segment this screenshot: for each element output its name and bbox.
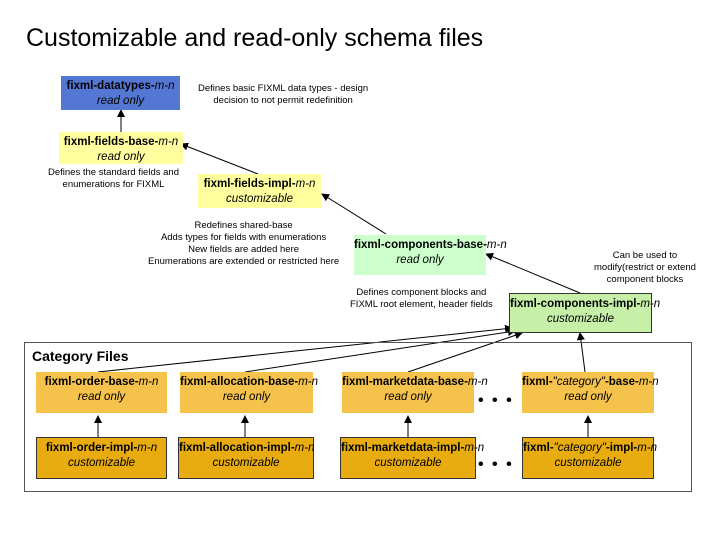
impl-ellipsis: • • • bbox=[478, 456, 514, 473]
marketdata-base-box: fixml-marketdata-base-m-n read only bbox=[342, 372, 488, 413]
category-base-box: fixml-"category"-base-m-n read only bbox=[522, 372, 659, 413]
category-impl-box: fixml-"category"-impl-m-n customizable bbox=[522, 437, 657, 479]
arrow-fields-impl-to-fields-base bbox=[180, 142, 259, 175]
order-impl-box: fixml-order-impl-m-n customizable bbox=[36, 437, 167, 479]
arrow-order-base-to-components-impl bbox=[97, 324, 513, 373]
base-ellipsis: • • • bbox=[478, 392, 514, 409]
datatypes-box: fixml-datatypes-m-n read only bbox=[61, 76, 180, 110]
page-title: Customizable and read-only schema files bbox=[26, 24, 484, 52]
fields-base-box: fixml-fields-base-m-n read only bbox=[59, 132, 183, 164]
category-files-frame bbox=[24, 342, 692, 492]
arrow-components-impl-to-components-base bbox=[485, 252, 581, 294]
category-files-label: Category Files bbox=[32, 348, 129, 364]
allocation-impl-box: fixml-allocation-impl-m-n customizable bbox=[178, 437, 314, 479]
arrow-category-base-to-components-impl bbox=[576, 332, 586, 373]
fields-impl-box: fixml-fields-impl-m-n customizable bbox=[198, 174, 321, 208]
arrow-marketdata-base-to-components-impl bbox=[407, 331, 523, 373]
components-impl-box: fixml-components-impl-m-n customizable bbox=[509, 293, 660, 333]
order-base-box: fixml-order-base-m-n read only bbox=[36, 372, 167, 413]
arrow-allocation-base-to-components-impl bbox=[244, 328, 516, 373]
arrow-components-base-to-fields-impl bbox=[321, 193, 387, 235]
allocation-base-box: fixml-allocation-base-m-n read only bbox=[180, 372, 318, 413]
marketdata-impl-box: fixml-marketdata-impl-m-n customizable bbox=[340, 437, 484, 479]
components-base-box: fixml-components-base-m-n read only bbox=[354, 235, 507, 275]
